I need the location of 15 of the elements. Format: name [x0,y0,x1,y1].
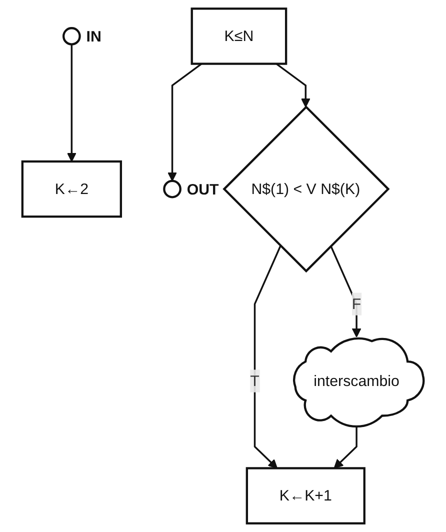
arrow [330,246,362,338]
arrow [168,63,202,182]
arrow [276,63,310,108]
edge-label: F [352,294,362,312]
node-box: K←K+1 [246,467,366,524]
node-circle [62,27,81,46]
node-box: K←2 [21,160,122,218]
node-caption: IN [86,28,102,46]
arrow [66,44,76,162]
edge-label: T [250,372,260,390]
arrow [254,246,282,469]
node-box: K≤N [190,8,288,65]
node-caption: OUT [186,181,219,198]
node-diamond: N$(1) < V N$(K) [222,106,390,273]
node-circle [163,180,182,198]
